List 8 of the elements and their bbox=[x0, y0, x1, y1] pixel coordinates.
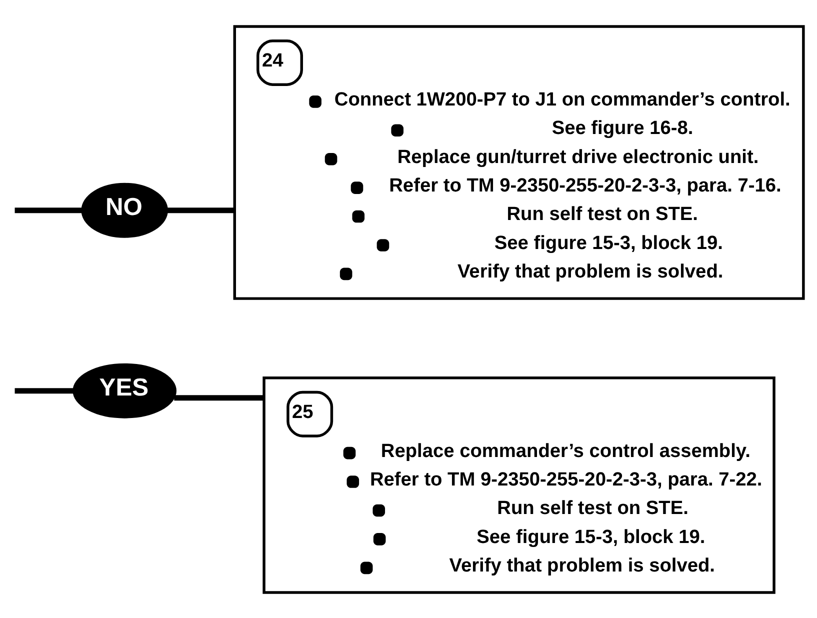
connector bbox=[174, 394, 264, 400]
connector bbox=[14, 207, 82, 213]
node-ellipse: NO bbox=[81, 182, 168, 238]
connector bbox=[167, 207, 235, 213]
node-box: 25 Replace commander’s control assembly. Refer to TM 9-2350-255-20-2-3-3, para. 7-22. Run self test on STE. See figure 15-3, block 19. Verify that problem is solved. bbox=[262, 376, 776, 594]
node-ellipse: YES bbox=[72, 362, 176, 418]
connector bbox=[14, 388, 74, 394]
node-box: 24 Connect 1W200-P7 to J1 on commander’s control. See figure 16-8. Replace gun/turret drive electronic unit. Refer to TM 9-2350-255-20-2-3-3, para. 7-16. Run self test on STE. See figure 15-3, block 19. Verify that problem is solved. bbox=[233, 24, 805, 300]
